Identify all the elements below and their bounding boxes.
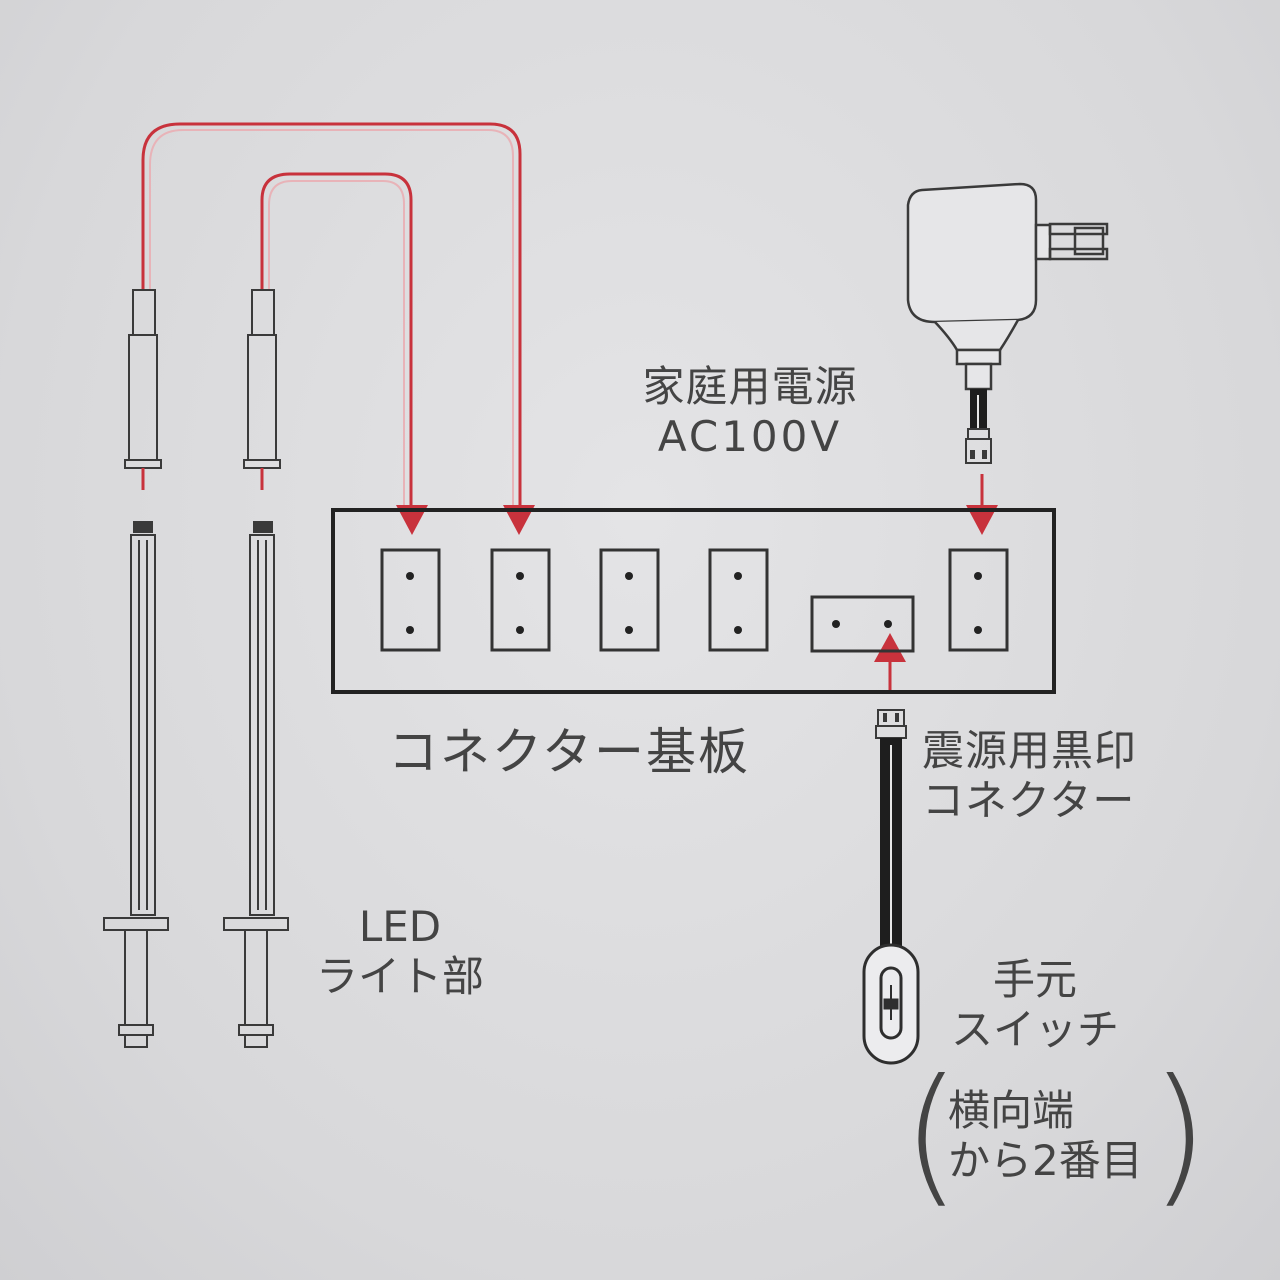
- arrow-red-4: [874, 633, 906, 662]
- red-wire-inner-shadow: [268, 180, 405, 510]
- board-label: コネクター基板: [388, 723, 750, 781]
- quake-connector-label: 震源用黒印 コネクター: [922, 726, 1137, 827]
- switch-note: 横向端 から2番目: [948, 1086, 1143, 1187]
- switch-note-line1: 横向端: [948, 1086, 1075, 1135]
- quake-connector-line1: 震源用黒印: [922, 726, 1138, 775]
- arrow-red-1: [396, 505, 428, 535]
- led-plug-1: [124, 289, 162, 490]
- led-label-line1: LED: [358, 902, 442, 951]
- red-wire-inner: [260, 172, 413, 510]
- led-light-2: [223, 521, 289, 1048]
- board-socket-2: [490, 548, 551, 652]
- connector-board: [331, 508, 1056, 694]
- hand-switch: [862, 943, 920, 1065]
- power-source-label: 家庭用電源 AC100V: [600, 362, 900, 463]
- led-light-1: [103, 521, 169, 1048]
- power-source-name: 家庭用電源: [642, 362, 858, 411]
- ac-adapter: [906, 182, 1109, 391]
- red-wire-outer: [141, 122, 522, 510]
- arrow-red-2: [503, 505, 535, 535]
- switch-label-line2: スイッチ: [950, 1005, 1119, 1055]
- board-socket-4: [708, 548, 769, 652]
- switch-cable: [875, 709, 907, 948]
- note-paren-open: (: [902, 1048, 961, 1222]
- adapter-cable: [965, 389, 992, 464]
- red-wire-outer-shadow: [149, 129, 514, 510]
- quake-connector-line2: コネクター: [922, 776, 1136, 826]
- board-socket-3: [599, 548, 660, 652]
- board-socket-switch: [810, 595, 915, 653]
- led-label: LED ライト部: [300, 902, 500, 1003]
- switch-label-line1: 手元: [992, 955, 1077, 1004]
- arrow-red-3: [966, 505, 998, 535]
- switch-label: 手元 スイッチ: [930, 955, 1140, 1056]
- board-socket-1: [380, 548, 441, 652]
- switch-note-line2: から2番目: [948, 1136, 1143, 1186]
- power-voltage: AC100V: [657, 412, 843, 462]
- note-paren-close: ): [1150, 1048, 1209, 1222]
- led-label-line2: ライト部: [315, 952, 484, 1002]
- led-plug-2: [243, 289, 281, 490]
- board-socket-power: [948, 548, 1009, 652]
